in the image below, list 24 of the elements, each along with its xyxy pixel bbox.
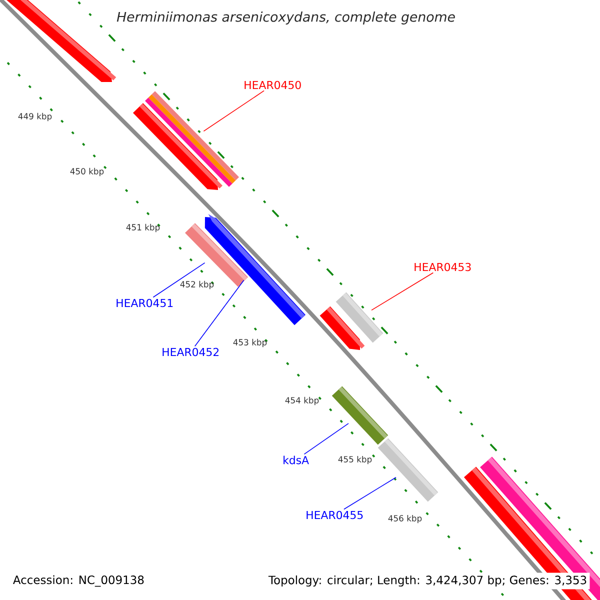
gene-bar: [378, 438, 438, 502]
leader-line: [344, 476, 396, 510]
footer-text: Accession: NC_009138: [10, 572, 148, 590]
gene-bar: [332, 386, 388, 445]
tick-label: 449 kbp: [18, 112, 52, 122]
footer-text: Topology: circular; Length: 3,424,307 bp; Genes: 3,353: [266, 572, 590, 590]
gene-bar: [336, 292, 384, 343]
gene-label: HEAR0453: [414, 262, 471, 272]
gene-bar: [145, 91, 240, 187]
tick-label: 450 kbp: [70, 168, 104, 176]
gene-label: HEAR0455: [306, 510, 363, 520]
leader-line: [371, 272, 434, 311]
leader-line: [203, 90, 264, 132]
gene-label: HEAR0451: [116, 298, 173, 308]
gene-label: HEAR0452: [162, 348, 219, 356]
leader-line: [304, 423, 349, 455]
tick-label: 455 kbp: [338, 456, 372, 464]
leader-line: [194, 280, 244, 347]
leader-line: [152, 262, 206, 298]
tick-label: 452 kbp: [180, 280, 214, 290]
gene-label: kdsA: [284, 456, 309, 464]
gene-label: HEAR0450: [244, 80, 301, 90]
title: Herminiimonas arsenicoxydans, complete genome: [116, 12, 455, 24]
tick-label: 451 kbp: [126, 224, 160, 232]
